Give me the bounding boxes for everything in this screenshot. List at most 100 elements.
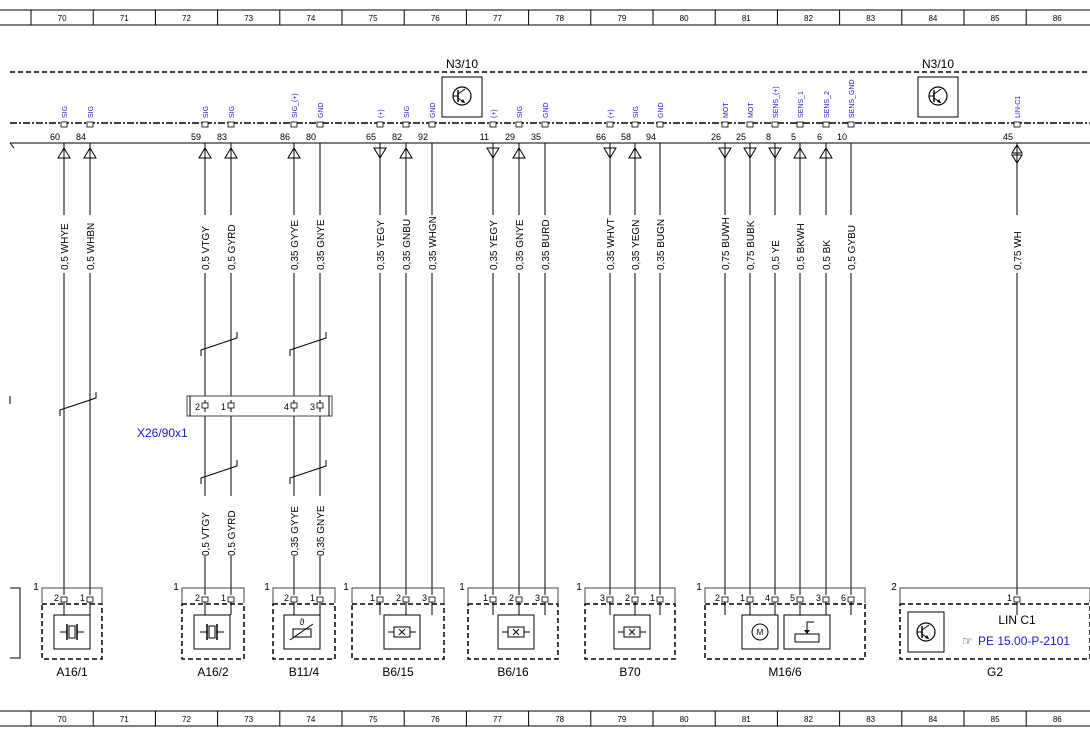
component-pin [746, 596, 754, 603]
signal-label: SIG [62, 106, 69, 118]
component-pin-number: 1 [80, 593, 85, 603]
piezo-icon [208, 625, 216, 639]
wire-label-lower: 0,5 GYRD [227, 510, 238, 556]
pin-socket [746, 121, 754, 128]
component-pin [428, 596, 436, 603]
component-pin-number: 1 [221, 593, 226, 603]
component-pin-number: 4 [765, 593, 770, 603]
theta-icon: ϑ [300, 617, 305, 627]
ruler-label: 76 [431, 14, 440, 23]
signal-label: SIG [203, 106, 210, 118]
pin-number: 11 [480, 132, 489, 142]
transistor-collector [933, 88, 942, 95]
module-name: N3/10 [446, 57, 478, 71]
pin-socket [201, 121, 209, 128]
ruler-label: 85 [991, 715, 1000, 724]
component-pin [541, 596, 549, 603]
signal-label: SENS_2 [824, 91, 831, 118]
wire-label: 0,5 GYBU [847, 225, 858, 270]
pin-socket [822, 121, 830, 128]
ruler-label: 85 [991, 14, 1000, 23]
component-pin-number: 2 [195, 593, 200, 603]
component-connector [181, 587, 245, 603]
component-pin-number: 1 [740, 593, 745, 603]
motor-letter: M [757, 628, 764, 637]
component-pin [796, 596, 804, 603]
component-pin [86, 596, 94, 603]
connector-pin-number: 1 [221, 402, 226, 412]
component-connector [584, 587, 676, 603]
wire-6: 6 SENS_2 0,5 BK [817, 91, 833, 595]
signal-label: SENS_1 [798, 91, 805, 118]
signal-label: GND [543, 102, 550, 118]
connector-number: 1 [576, 582, 582, 593]
wire-label: 0,5 WHYE [60, 223, 71, 270]
component-connector [704, 587, 866, 603]
wire-label: 0,35 YEGN [631, 220, 642, 270]
component-name: A16/2 [197, 665, 229, 679]
pin-number: 29 [505, 132, 515, 142]
hall-cross [512, 628, 520, 636]
component-pin [376, 596, 384, 603]
component-connector [41, 587, 103, 603]
component-pin-number: 2 [715, 593, 720, 603]
component-pin-number: 2 [396, 593, 401, 603]
hall-cross [398, 628, 406, 636]
wire-label: 0,35 GNYE [515, 219, 526, 270]
ruler-label: 73 [244, 14, 253, 23]
component-pin-number: 2 [284, 593, 289, 603]
motor-icon [751, 623, 769, 641]
pin-number: 60 [50, 132, 60, 142]
ruler-label: 77 [493, 715, 502, 724]
connector-number: 1 [173, 582, 179, 593]
wire-label-lower: 0,35 GYYE [290, 506, 301, 556]
wiper-arrow [804, 630, 810, 634]
pin-socket [290, 121, 298, 128]
wire-label: 0,35 GNYE [316, 219, 327, 270]
connector-pin [290, 402, 298, 409]
pin-number: 84 [76, 132, 86, 142]
component-pin-number: 5 [790, 593, 795, 603]
pin-number: 6 [817, 132, 822, 142]
component-pin-number: 1 [483, 593, 488, 603]
wire-label: 0,75 BUWH [721, 217, 732, 270]
ruler-label: 70 [58, 715, 67, 724]
component-pin [606, 596, 614, 603]
connector-number: 2 [891, 582, 897, 593]
component-pin [721, 596, 729, 603]
signal-label: SIG [517, 106, 524, 118]
pin-socket [86, 121, 94, 128]
component-name: A16/1 [56, 665, 88, 679]
connector-pin-number: 3 [310, 402, 315, 412]
component-pin-number: 2 [54, 593, 59, 603]
wire-label: 0,35 YEGY [489, 220, 500, 270]
ruler-label: 84 [928, 715, 937, 724]
transistor-arrow [461, 99, 465, 103]
signal-label: (+) [378, 109, 385, 118]
component-pin-number: 3 [535, 593, 540, 603]
component-name: B11/4 [289, 665, 320, 679]
signal-label: (+) [608, 109, 615, 118]
component-box [704, 603, 866, 660]
wire-label: 0,5 VTGY [201, 226, 212, 270]
wire-label: 0,35 WHGN [428, 216, 439, 270]
ruler-label: 84 [928, 14, 937, 23]
wire-label: 0,5 BK [822, 240, 833, 270]
component-connector [272, 587, 336, 603]
component-name: G2 [987, 665, 1003, 679]
signal-label: SIG [229, 106, 236, 118]
pin-socket [631, 121, 639, 128]
pin-socket [1013, 121, 1021, 128]
ruler-label: 78 [555, 715, 564, 724]
